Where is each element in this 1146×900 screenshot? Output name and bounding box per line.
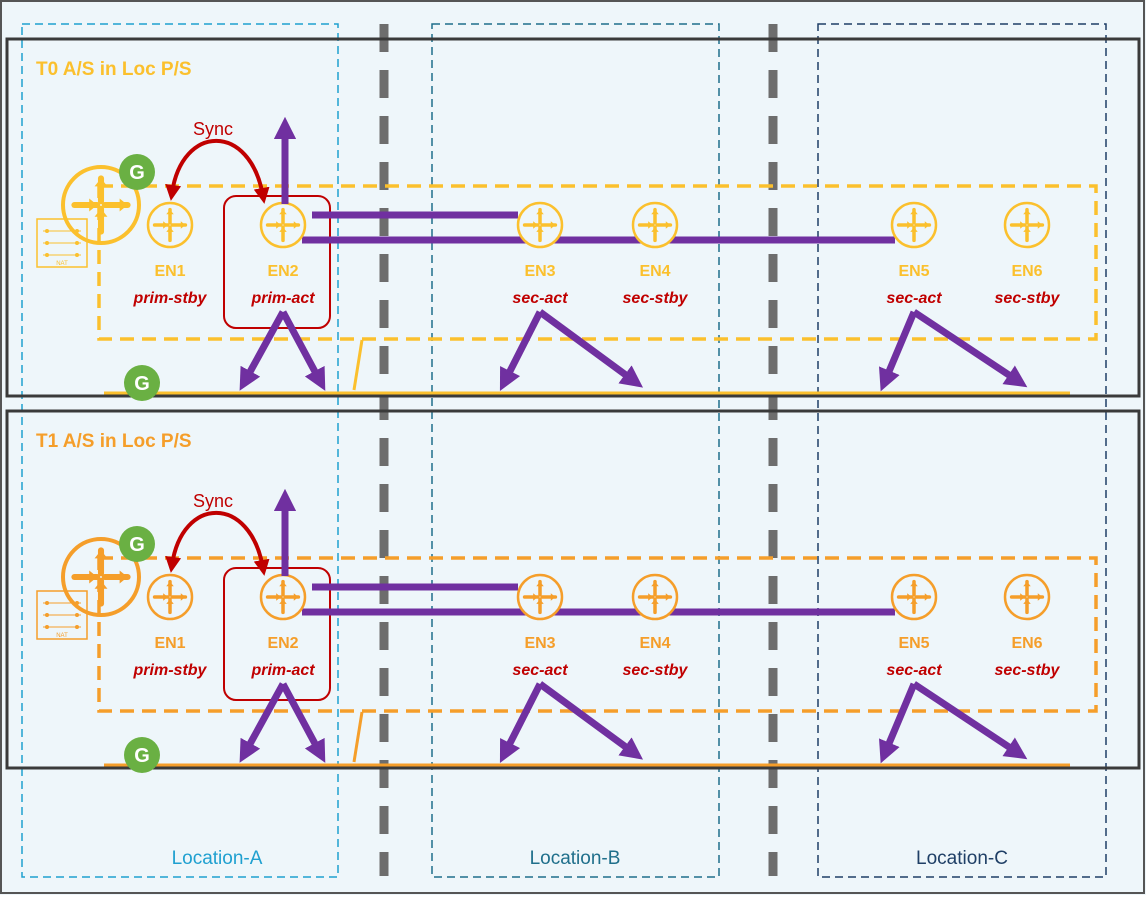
node-name: EN1 (154, 263, 185, 280)
location-c-region (817, 23, 1107, 878)
sync-arrow (165, 139, 270, 204)
gateway-label: G (129, 162, 145, 184)
nat-icon: NAT (36, 218, 88, 268)
node-name: EN3 (524, 263, 555, 280)
flow-arrow-right (912, 681, 1028, 760)
section-border (5, 409, 1141, 770)
gateway-circle (119, 154, 155, 190)
node-name: EN4 (639, 635, 670, 652)
gateway-badge: G (119, 526, 155, 562)
flow-arrow-left (879, 682, 918, 764)
node-name: EN3 (524, 635, 555, 652)
gateway-label: G (134, 373, 150, 395)
section-title: T1 A/S in Loc P/S (36, 431, 192, 452)
edge-node-en2: EN2 prim-act (250, 573, 315, 679)
sync-label: Sync (193, 119, 233, 139)
flow-arrow-right (912, 309, 1028, 388)
location-a-label: Location-A (172, 848, 263, 869)
edge-cluster-box (97, 184, 1098, 341)
node-role: sec-stby (623, 662, 689, 679)
gateway-badge: G (124, 737, 160, 773)
node-role: sec-stby (623, 290, 689, 307)
node-name: EN2 (267, 635, 298, 652)
router-icon (1003, 573, 1051, 621)
edge-node-en3: EN3 sec-act (512, 201, 568, 307)
node-name: EN1 (154, 635, 185, 652)
section-border (5, 37, 1141, 398)
edge-node-en2: EN2 prim-act (250, 201, 315, 307)
node-name: EN5 (898, 635, 929, 652)
edge-node-en4: EN4 sec-stby (623, 573, 689, 679)
location-a-region (21, 23, 339, 878)
edge-node-en3: EN3 sec-act (512, 573, 568, 679)
flow-arrow-right (537, 681, 644, 760)
edge-node-en4: EN4 sec-stby (623, 201, 689, 307)
node-name: EN4 (639, 263, 670, 280)
node-role: sec-act (512, 662, 568, 679)
sync-label: Sync (193, 491, 233, 511)
gateway-label: G (134, 745, 150, 767)
flow-arrow-right (279, 310, 326, 391)
gateway-circle (124, 365, 160, 401)
node-name: EN5 (898, 263, 929, 280)
node-role: prim-act (250, 662, 315, 679)
flow-arrow-right (279, 682, 326, 763)
router-icon (1003, 201, 1051, 249)
section-t0: T0 A/S in Loc P/S NAT G EN1 prim-stby EN2 prim… (5, 37, 1141, 401)
node-role: sec-stby (995, 290, 1061, 307)
router-icon (631, 573, 679, 621)
segment-cut-mark (352, 711, 364, 763)
node-role: sec-stby (995, 662, 1061, 679)
node-name: EN2 (267, 263, 298, 280)
sections-layer: T0 A/S in Loc P/SNATGEN1prim-stbyEN2prim… (5, 37, 1141, 773)
node-role: prim-stby (133, 662, 208, 679)
node-role: prim-stby (133, 290, 208, 307)
edge-cluster-box (97, 556, 1098, 713)
flow-arrow-left (499, 682, 544, 763)
node-name: EN6 (1011, 635, 1042, 652)
flow-arrow-left (879, 310, 918, 392)
router-icon (516, 573, 564, 621)
segment-cut-mark (352, 339, 364, 391)
node-name: EN6 (1011, 263, 1042, 280)
router-icon (516, 201, 564, 249)
nat-label: NAT (56, 633, 68, 639)
edge-node-en5: EN5 sec-act (886, 573, 942, 679)
edge-node-en6: EN6 sec-stby (995, 201, 1061, 307)
router-icon (890, 573, 938, 621)
gateway-circle (119, 526, 155, 562)
edge-node-en5: EN5 sec-act (886, 201, 942, 307)
flow-arrow-left (499, 310, 544, 391)
nat-icon: NAT (36, 590, 88, 640)
gateway-router-icon (61, 165, 141, 245)
gateway-badge: G (124, 365, 160, 401)
sync-arrow (165, 511, 270, 576)
flow-arrow-left (239, 682, 287, 763)
location-b-label: Location-B (530, 848, 621, 869)
flow-arrow-right (537, 309, 644, 388)
edge-node-en6: EN6 sec-stby (995, 573, 1061, 679)
location-b-region (431, 23, 720, 878)
router-icon (259, 201, 307, 249)
router-icon (890, 201, 938, 249)
section-t1: T1 A/S in Loc P/S NAT G EN1 prim-stby EN2 prim… (5, 409, 1141, 773)
location-c-label: Location-C (916, 848, 1008, 869)
node-role: sec-act (886, 290, 942, 307)
gateway-label: G (129, 534, 145, 556)
nat-label: NAT (56, 261, 68, 267)
router-icon (631, 201, 679, 249)
gateway-router-icon (61, 537, 141, 617)
node-role: sec-act (512, 290, 568, 307)
node-role: sec-act (886, 662, 942, 679)
edge-node-en1: EN1 prim-stby (133, 201, 208, 307)
node-role: prim-act (250, 290, 315, 307)
flow-arrow-left (239, 310, 287, 391)
gateway-circle (124, 737, 160, 773)
section-title: T0 A/S in Loc P/S (36, 59, 192, 80)
gateway-badge: G (119, 154, 155, 190)
